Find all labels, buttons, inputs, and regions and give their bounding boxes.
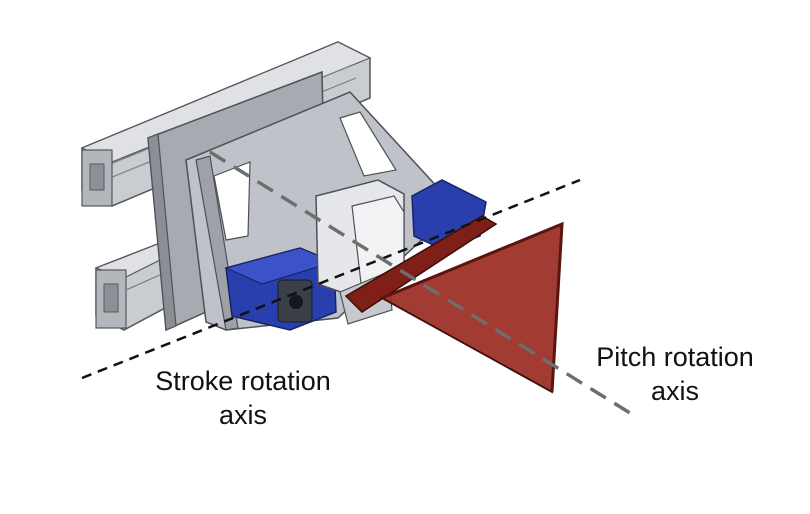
stroke-axis-label: Stroke rotation axis — [128, 364, 358, 432]
stroke-axis-label-line2: axis — [218, 400, 267, 430]
stroke-axis-label-line1: Stroke rotation — [155, 366, 331, 396]
stroke-axis-line — [81, 178, 581, 380]
pitch-axis-label-line1: Pitch rotation — [596, 342, 754, 372]
pitch-axis-label-line2: axis — [650, 376, 699, 406]
wing-plate — [344, 215, 564, 394]
pitch-axis-label: Pitch rotation axis — [560, 340, 790, 408]
